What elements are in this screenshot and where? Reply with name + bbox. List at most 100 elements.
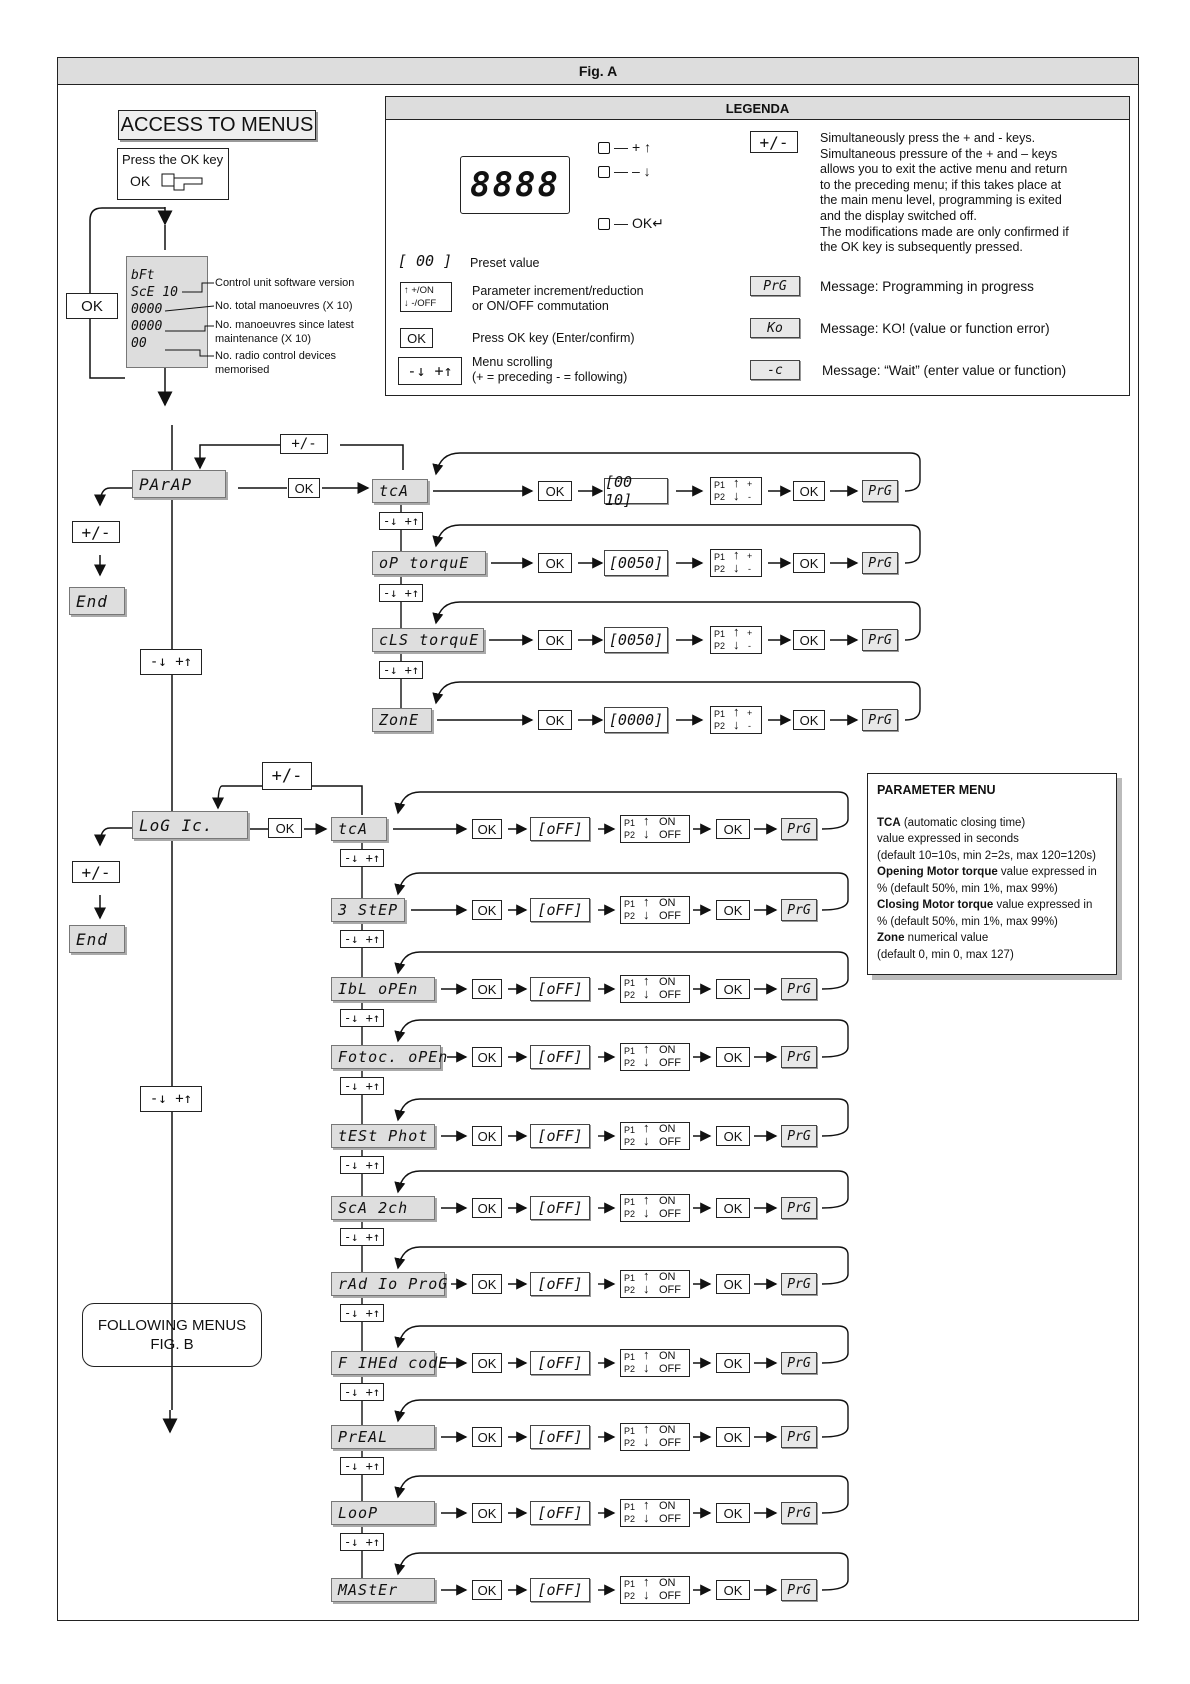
- logic-item-2[interactable]: IbL oPEn: [331, 977, 435, 1001]
- param-confirm-ok-button[interactable]: OK: [793, 481, 825, 501]
- logic-confirm-ok-button[interactable]: OK: [716, 1580, 750, 1600]
- logic-confirm-ok-button[interactable]: OK: [716, 1198, 750, 1218]
- param-plusminus-box[interactable]: +/-: [280, 434, 328, 454]
- selector-label: P2: [624, 1514, 636, 1524]
- logic-item-10[interactable]: MAStEr: [331, 1578, 435, 1602]
- param-item-1[interactable]: oP torquE: [372, 551, 486, 575]
- selector-label: ON: [659, 897, 676, 909]
- logic-confirm-ok-button[interactable]: OK: [716, 979, 750, 999]
- param-row-ok-button[interactable]: OK: [538, 710, 572, 730]
- logic-row-scroll-box[interactable]: -↓ +↑: [340, 1228, 384, 1246]
- logic-row-ok-button[interactable]: OK: [472, 979, 502, 999]
- logic-row-scroll-box[interactable]: -↓ +↑: [340, 1304, 384, 1322]
- param-scroll-box[interactable]: -↓ +↑: [140, 649, 202, 675]
- param-item-3[interactable]: ZonE: [372, 708, 432, 732]
- logic-row-ok-button[interactable]: OK: [472, 1427, 502, 1447]
- logic-item-9[interactable]: LooP: [331, 1501, 435, 1525]
- desc-line: Simultaneously press the + and - keys.: [820, 131, 1036, 145]
- selector-label: P2: [624, 1285, 636, 1295]
- param-confirm-ok-button[interactable]: OK: [793, 710, 825, 730]
- desc-line: or ON/OFF commutation: [472, 299, 609, 313]
- logic-confirm-ok-button[interactable]: OK: [716, 819, 750, 839]
- logic-row-ok-button[interactable]: OK: [472, 1198, 502, 1218]
- param-row-ok-button[interactable]: OK: [538, 481, 572, 501]
- logic-row-scroll-box[interactable]: -↓ +↑: [340, 1533, 384, 1551]
- logic-row-ok-button[interactable]: OK: [472, 819, 502, 839]
- param-row-scroll-box[interactable]: -↓ +↑: [379, 512, 423, 530]
- param-row-scroll-box[interactable]: -↓ +↑: [379, 661, 423, 679]
- param-ok-button[interactable]: OK: [288, 478, 320, 498]
- ok-loop-button[interactable]: OK: [66, 293, 118, 319]
- desc-line: Simultaneous pressure of the + and – key…: [820, 146, 1058, 161]
- pointing-hand-icon: [161, 173, 203, 191]
- logic-item-3[interactable]: Fotoc. oPEn: [331, 1045, 447, 1069]
- logic-row-ok-button[interactable]: OK: [472, 1274, 502, 1294]
- selector-label: ON: [659, 1123, 676, 1135]
- param-exit-plusminus[interactable]: +/-: [72, 521, 120, 543]
- logic-item-0[interactable]: tcA: [331, 817, 387, 841]
- logic-confirm-ok-button[interactable]: OK: [716, 1427, 750, 1447]
- legend-ko-symbol: Ko: [750, 318, 800, 338]
- logic-main-display[interactable]: LoG Ic.: [132, 811, 248, 839]
- logic-ok-button[interactable]: OK: [268, 818, 302, 838]
- logic-item-1[interactable]: 3 StEP: [331, 898, 405, 922]
- logic-row-ok-button[interactable]: OK: [472, 1126, 502, 1146]
- logic-plusminus-box[interactable]: +/-: [262, 762, 312, 790]
- logic-row-scroll-box[interactable]: -↓ +↑: [340, 849, 384, 867]
- logic-row-ok-button[interactable]: OK: [472, 900, 502, 920]
- logic-row-ok-button[interactable]: OK: [472, 1503, 502, 1523]
- selector-label: -: [748, 721, 751, 731]
- logic-confirm-ok-button[interactable]: OK: [716, 1353, 750, 1373]
- logic-confirm-ok-button[interactable]: OK: [716, 900, 750, 920]
- logic-scroll-box[interactable]: -↓ +↑: [140, 1086, 202, 1112]
- selector-label: P2: [714, 564, 726, 574]
- logic-item-5[interactable]: ScA 2ch: [331, 1196, 435, 1220]
- logic-row-scroll-box[interactable]: -↓ +↑: [340, 1383, 384, 1401]
- param-prg-message: PrG: [862, 552, 898, 574]
- down-arrow-icon: ↓: [643, 1360, 650, 1375]
- logic-row-scroll-box[interactable]: -↓ +↑: [340, 1457, 384, 1475]
- logic-item-8[interactable]: PrEAL: [331, 1425, 435, 1449]
- logic-row-scroll-box[interactable]: -↓ +↑: [340, 930, 384, 948]
- logic-row-ok-button[interactable]: OK: [472, 1047, 502, 1067]
- param-note-line: Opening Motor torque value expressed in: [877, 864, 1107, 881]
- logic-row-scroll-box[interactable]: -↓ +↑: [340, 1156, 384, 1174]
- param-item-2[interactable]: cLS torquE: [372, 628, 484, 652]
- logic-row-ok-button[interactable]: OK: [472, 1353, 502, 1373]
- param-main-display[interactable]: PArAP: [132, 470, 226, 498]
- logic-confirm-ok-button[interactable]: OK: [716, 1274, 750, 1294]
- param-item-0[interactable]: tcA: [372, 479, 428, 503]
- logic-row-ok-button[interactable]: OK: [472, 1580, 502, 1600]
- logic-item-4[interactable]: tESt Phot: [331, 1124, 435, 1148]
- param-row-ok-button[interactable]: OK: [538, 630, 572, 650]
- logic-confirm-ok-button[interactable]: OK: [716, 1047, 750, 1067]
- logic-item-6[interactable]: rAd Io ProG: [331, 1272, 447, 1296]
- param-row-ok-button[interactable]: OK: [538, 553, 572, 573]
- logic-row-scroll-box[interactable]: -↓ +↑: [340, 1077, 384, 1095]
- param-confirm-ok-button[interactable]: OK: [793, 630, 825, 650]
- param-row-scroll-box[interactable]: -↓ +↑: [379, 584, 423, 602]
- logic-row-scroll-box[interactable]: -↓ +↑: [340, 1009, 384, 1027]
- logic-item-7[interactable]: F IHEd codE: [331, 1351, 447, 1375]
- logic-confirm-ok-button[interactable]: OK: [716, 1126, 750, 1146]
- logic-confirm-ok-button[interactable]: OK: [716, 1503, 750, 1523]
- param-confirm-ok-button[interactable]: OK: [793, 553, 825, 573]
- selector-label: OFF: [659, 829, 681, 841]
- logic-exit-plusminus[interactable]: +/-: [72, 861, 120, 883]
- param-prg-message: PrG: [862, 629, 898, 651]
